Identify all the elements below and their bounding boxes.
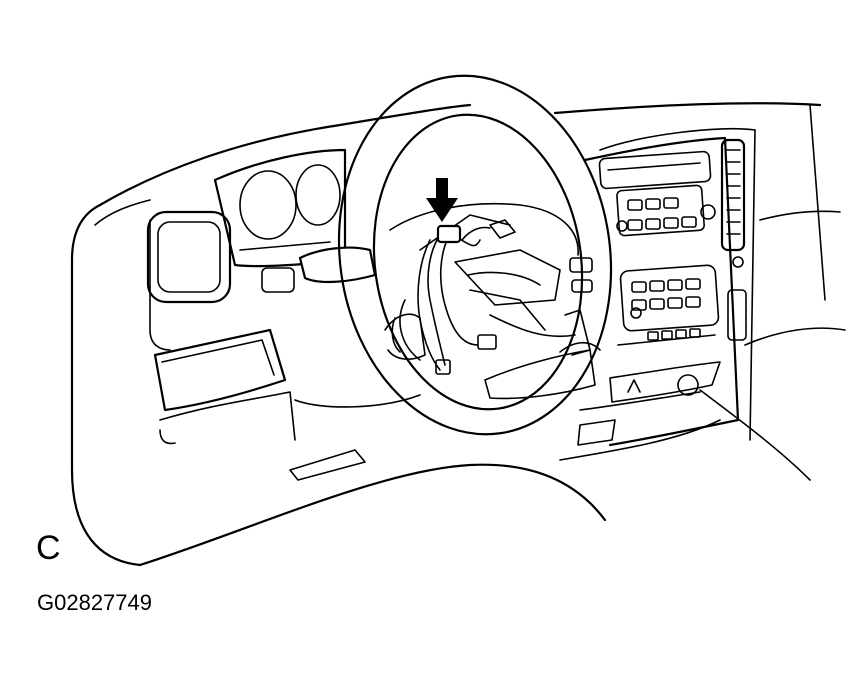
dashboard-outline (70, 102, 846, 567)
lower-left-panel (153, 267, 421, 481)
wire-harness (417, 219, 516, 375)
instrument-cluster (213, 148, 347, 268)
figure-code-label: G02827749 (37, 590, 152, 615)
steering-wheel (337, 74, 613, 436)
right-vent (720, 138, 747, 341)
radio-buttons-upper (627, 197, 697, 231)
down-arrow-icon (426, 178, 458, 222)
center-stack (577, 136, 740, 447)
climate-buttons (631, 278, 701, 311)
left-vent (146, 210, 232, 304)
view-letter-label: C (36, 529, 61, 567)
